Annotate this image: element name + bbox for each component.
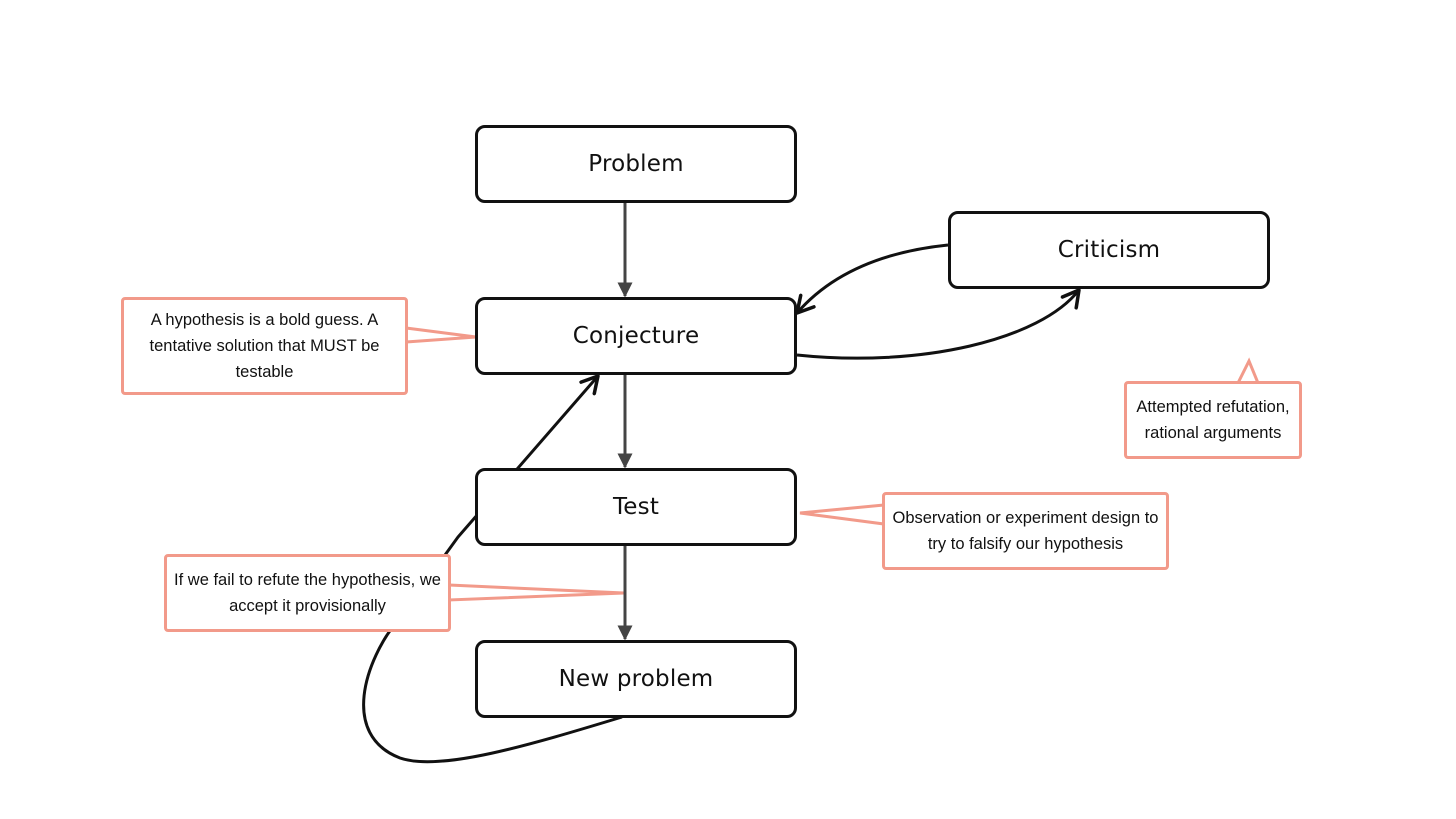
test-node: Test bbox=[475, 468, 797, 546]
problem-label: Problem bbox=[588, 151, 684, 177]
fail-to-refute-callout: If we fail to refute the hypothesis, we … bbox=[164, 554, 451, 632]
refutation-callout: Attempted refutation, rational arguments bbox=[1124, 381, 1302, 459]
arrow-conjecture-to-criticism bbox=[796, 288, 1081, 360]
conjecture-node: Conjecture bbox=[475, 297, 797, 375]
observation-callout-text: Observation or experiment design to try … bbox=[892, 509, 1159, 553]
arrow-criticism-to-conjecture bbox=[795, 243, 949, 315]
arrow-new-problem-to-conjecture bbox=[362, 374, 623, 764]
refutation-callout-pointer bbox=[1235, 357, 1261, 385]
problem-node: Problem bbox=[475, 125, 797, 203]
observation-callout-pointer bbox=[799, 503, 886, 526]
criticism-node: Criticism bbox=[948, 211, 1270, 289]
conjecture-label: Conjecture bbox=[572, 323, 700, 349]
hypothesis-callout: A hypothesis is a bold guess. A tentativ… bbox=[121, 297, 408, 395]
observation-callout: Observation or experiment design to try … bbox=[882, 492, 1169, 570]
hypothesis-callout-text: A hypothesis is a bold guess. A tentativ… bbox=[149, 311, 380, 381]
new-problem-node: New problem bbox=[475, 640, 797, 718]
fail-to-refute-callout-pointer bbox=[447, 583, 625, 602]
test-label: Test bbox=[612, 494, 660, 520]
hypothesis-callout-pointer bbox=[404, 326, 477, 344]
refutation-callout-text: Attempted refutation, rational arguments bbox=[1136, 398, 1290, 442]
criticism-label: Criticism bbox=[1057, 237, 1161, 263]
new-problem-label: New problem bbox=[558, 666, 714, 692]
fail-to-refute-callout-text: If we fail to refute the hypothesis, we … bbox=[174, 571, 441, 615]
